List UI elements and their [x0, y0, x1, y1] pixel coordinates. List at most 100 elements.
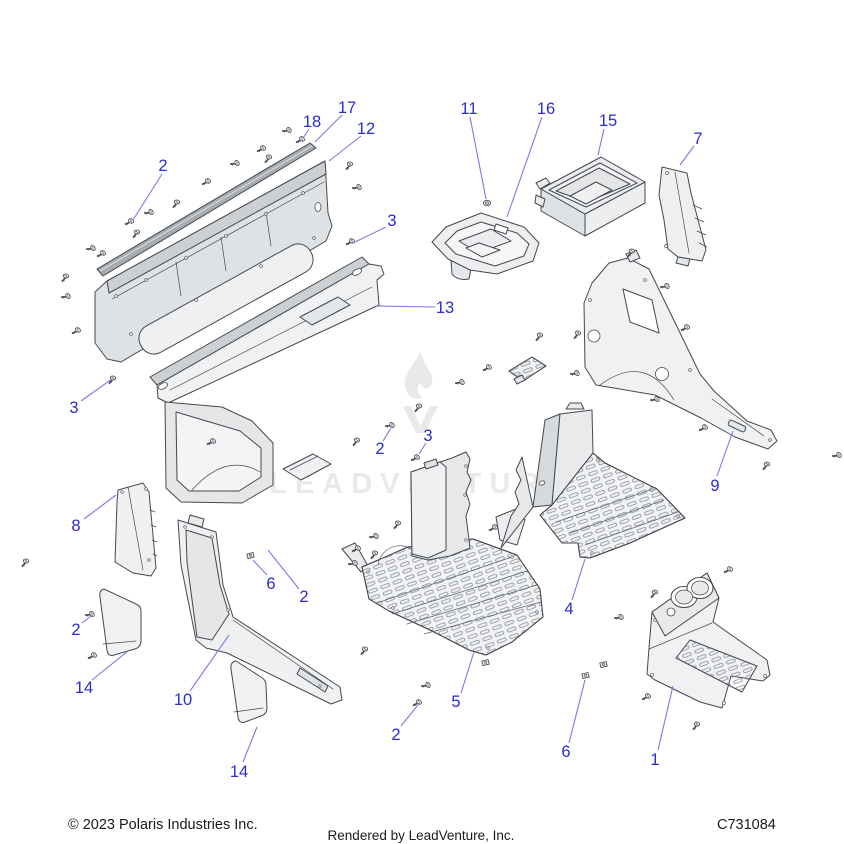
screw-icon	[352, 436, 361, 448]
screw-icon	[420, 680, 433, 692]
screw-icon	[345, 160, 354, 172]
callout-label-7: 7	[693, 130, 702, 148]
footer: © 2023 Polaris Industries Inc. Rendered …	[68, 817, 776, 843]
callout-label-16: 16	[537, 100, 555, 118]
screw-icon	[351, 182, 364, 194]
callout-label-2: 2	[71, 621, 80, 639]
callout-label-18: 18	[303, 113, 321, 131]
callout-label-1: 1	[650, 751, 659, 769]
screw-icon	[360, 645, 369, 657]
screw-icon	[345, 236, 357, 249]
clip-nut-icon	[581, 672, 590, 680]
clip-nut-icon	[481, 659, 490, 667]
callout-label-5: 5	[451, 693, 460, 711]
screw-icon	[650, 588, 659, 600]
part-17-bed-seal-rail	[96, 142, 317, 277]
callout-leader-9	[716, 430, 734, 477]
screw-icon	[831, 450, 844, 462]
callout-leader-4	[571, 558, 586, 601]
callout-label-15: 15	[599, 112, 617, 130]
callout-label-17: 17	[338, 99, 356, 117]
part-9-right-fender-panel	[583, 249, 778, 450]
callout-leader-2	[400, 704, 419, 727]
screw-icon	[370, 549, 379, 561]
part-8-closeoff-panel-left	[114, 482, 158, 577]
screw-icon	[87, 650, 99, 663]
callout-label-4: 4	[564, 600, 573, 618]
part-10-rocker-panel	[177, 514, 343, 705]
leadventure-flame-logo-icon	[403, 352, 438, 433]
callout-leader-1	[657, 685, 674, 751]
callout-leader-15	[597, 128, 605, 156]
screw-icon	[393, 519, 402, 531]
screw-icon	[281, 125, 294, 137]
screw-icon	[172, 198, 181, 210]
part-14-pad-left	[99, 588, 142, 656]
part-4-floor-panel-right	[500, 402, 686, 559]
copyright-text: © 2023 Polaris Industries Inc.	[68, 817, 258, 833]
callout-label-8: 8	[71, 517, 80, 535]
callout-leader-18	[302, 128, 310, 139]
callout-label-10: 10	[174, 691, 192, 709]
callout-label-11: 11	[460, 100, 477, 118]
callout-leader-16	[506, 116, 543, 218]
part-16-storage-tray	[431, 212, 540, 280]
callout-leader-2	[132, 173, 163, 221]
callout-leader-6	[252, 559, 268, 576]
callout-leader-2	[382, 427, 392, 442]
screw-icon	[60, 291, 73, 303]
screw-icon	[412, 697, 424, 710]
callout-label-2: 2	[375, 440, 384, 458]
screw-icon	[21, 557, 30, 569]
callout-label-9: 9	[710, 477, 719, 495]
callout-label-6: 6	[561, 743, 570, 761]
callout-label-6: 6	[266, 575, 275, 593]
part-13-bed-support-panel	[149, 256, 385, 504]
screw-icon	[368, 531, 381, 543]
part-12-bed-front-panel	[94, 160, 333, 363]
callout-label-3: 3	[387, 212, 396, 230]
screw-icon	[71, 325, 83, 338]
part-11-grommet	[482, 199, 492, 207]
clip-nut-icon	[599, 661, 608, 669]
callout-label-14: 14	[75, 679, 93, 697]
callout-leader-14	[91, 650, 129, 681]
center-step-plate	[508, 356, 547, 385]
part-14-pad-center	[230, 660, 268, 723]
callout-leader-5	[460, 651, 475, 694]
screw-icon	[201, 176, 213, 189]
screw-icon	[61, 272, 70, 284]
callout-label-13: 13	[436, 299, 454, 317]
screw-icon	[659, 281, 672, 293]
callout-leader-13	[375, 305, 436, 308]
screw-icon	[482, 362, 494, 375]
rendered-by-text: Rendered by LeadVenture, Inc.	[328, 828, 515, 843]
callout-label-3: 3	[69, 399, 78, 417]
screw-icon	[723, 564, 735, 577]
callout-leader-14	[242, 726, 258, 763]
screw-icon	[85, 243, 98, 255]
clip-nut-icon	[246, 552, 255, 560]
screw-icon	[264, 153, 273, 165]
callout-leader-12	[328, 135, 362, 162]
screw-icon	[692, 720, 701, 732]
screw-icon	[414, 402, 423, 414]
screw-icon	[132, 228, 141, 240]
screw-icon	[535, 331, 544, 343]
callout-leader-3	[80, 378, 113, 402]
callout-leader-7	[679, 145, 695, 166]
screw-icon	[96, 248, 108, 261]
screw-icon	[762, 460, 771, 472]
callout-label-14: 14	[230, 763, 248, 781]
panel-screw-holes	[114, 191, 316, 336]
screw-icon	[454, 377, 467, 389]
screw-icon	[410, 452, 422, 465]
screw-icon	[143, 207, 156, 219]
part-1-center-console	[646, 572, 771, 709]
callout-leader-11	[469, 116, 487, 200]
part-15-storage-bin	[534, 156, 646, 237]
callout-label-2: 2	[391, 726, 400, 744]
